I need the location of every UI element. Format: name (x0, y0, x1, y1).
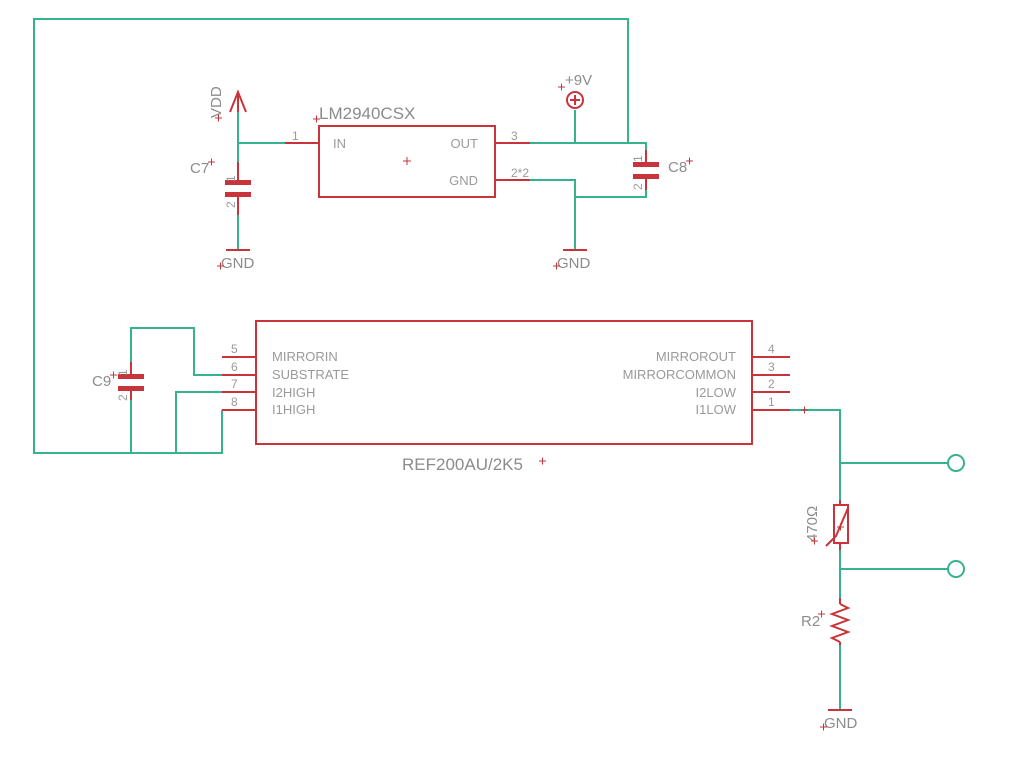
c7-pin1-num: 1 (224, 175, 238, 182)
c8-plate-bottom (633, 174, 659, 179)
plus9v-label: +9V (565, 72, 592, 89)
thermistor-center-mark (837, 523, 844, 531)
regulator-name: LM2940CSX (319, 104, 415, 123)
capacitor-c8[interactable]: C8 1 2 (631, 150, 693, 190)
ref200-pin6-num: 6 (231, 360, 238, 374)
ref200-origin-mark (539, 457, 546, 465)
gnd3-origin-mark (820, 723, 827, 731)
ref200-pin4-num: 4 (768, 342, 775, 356)
c8-origin-mark (686, 157, 693, 165)
wire-gnd-c8 (530, 179, 647, 198)
ref200-name: REF200AU/2K5 (402, 455, 523, 474)
gnd1-label: GND (221, 255, 255, 272)
resistor-r2[interactable]: R2 (801, 598, 851, 645)
c9-ref: C9 (92, 373, 111, 390)
vdd-supply: VDD (208, 86, 247, 122)
wire-i1low (790, 409, 841, 500)
ref200-body (255, 320, 753, 445)
thermistor-value: 470Ω (804, 506, 821, 542)
ref200-pin7-label: I2HIGH (272, 385, 315, 400)
plus9v-plus-symbol (570, 95, 580, 105)
ref200-pin4-label: MIRROROUT (656, 349, 736, 364)
c7-ref: C7 (190, 160, 209, 177)
plus9v-origin-mark (558, 83, 565, 91)
ref200-pin3-label: MIRRORCOMMON (623, 367, 736, 382)
terminal-output-top[interactable] (947, 454, 965, 472)
ref200-pin7-num: 7 (231, 377, 238, 391)
gnd2-label: GND (557, 255, 591, 272)
ref200-pin2-num: 2 (768, 377, 775, 391)
c8-pin1-num: 1 (631, 155, 645, 162)
gnd-symbol-1: GND (217, 249, 255, 272)
wire-pin7 (175, 391, 222, 453)
ref200-pin5-num: 5 (231, 342, 238, 356)
ref200-pin2-label: I2LOW (696, 385, 737, 400)
regulator-name-origin-mark (313, 115, 320, 123)
r2-ref: R2 (801, 613, 820, 630)
regulator-pin1-num: 1 (292, 129, 299, 143)
regulator-origin-mark (403, 157, 411, 165)
gnd-symbol-3: GND (820, 709, 858, 732)
wire-c9-top (130, 327, 222, 376)
i1low-junction-mark (801, 406, 808, 414)
r2-origin-mark (818, 610, 825, 618)
c9-plate-top (118, 374, 144, 379)
regulator-pin3-num: 3 (511, 129, 518, 143)
ref200-pin3-num: 3 (768, 360, 775, 374)
thermistor-470[interactable]: 470Ω (804, 500, 849, 550)
ref200-pin6-label: SUBSTRATE (272, 367, 349, 382)
plus9v-circle-symbol (566, 91, 584, 109)
vdd-origin-mark (215, 114, 222, 122)
regulator-lm2940[interactable]: LM2940CSX 1 IN 3 OUT 2*2 GND (285, 104, 530, 198)
r2-zigzag (829, 603, 851, 643)
ref200-pin1-num: 1 (768, 395, 775, 409)
gnd3-label: GND (824, 715, 858, 732)
gnd-symbol-2: GND (553, 249, 591, 272)
c7-pin2-num: 2 (224, 201, 238, 208)
gnd2-origin-mark (553, 262, 560, 270)
c7-plate-top (225, 180, 251, 185)
c8-plate-top (633, 162, 659, 167)
plus9v-supply: +9V (558, 72, 592, 109)
thermistor-origin-mark (811, 537, 818, 545)
ref200-pin8-label: I1HIGH (272, 402, 315, 417)
c9-plate-bottom (118, 386, 144, 391)
capacitor-c7[interactable]: C7 1 2 (190, 158, 251, 216)
c8-ref: C8 (668, 159, 687, 176)
c9-pin2-num: 2 (116, 394, 130, 401)
terminal-output-bottom[interactable] (947, 560, 965, 578)
regulator-pin2-num: 2*2 (511, 166, 529, 180)
c7-plate-bottom (225, 192, 251, 197)
c7-origin-mark (208, 158, 215, 166)
regulator-pin3-label: OUT (451, 136, 479, 151)
c8-pin2-num: 2 (631, 183, 645, 190)
capacitor-c9[interactable]: C9 1 2 (92, 362, 144, 401)
wire-out-c8 (530, 142, 647, 150)
reference-ref200[interactable]: 5 6 7 8 MIRRORIN SUBSTRATE I2HIGH I1HIGH… (222, 320, 808, 474)
regulator-pin2-label: GND (449, 173, 478, 188)
vdd-arrow-symbol (229, 89, 247, 113)
ref200-pin1-label: I1LOW (696, 402, 737, 417)
wires (33, 18, 948, 710)
c9-pin1-num: 1 (116, 369, 130, 376)
ref200-pin8-num: 8 (231, 395, 238, 409)
wire-vdd-in (237, 112, 285, 144)
thermistor-diagonal (825, 507, 849, 547)
regulator-pin1-label: IN (333, 136, 346, 151)
gnd1-origin-mark (217, 262, 224, 270)
wire-feedback-loop (33, 18, 629, 454)
c9-origin-mark (110, 371, 117, 379)
vdd-label: VDD (208, 86, 225, 118)
regulator-body (318, 125, 496, 198)
ref200-pin5-label: MIRRORIN (272, 349, 338, 364)
